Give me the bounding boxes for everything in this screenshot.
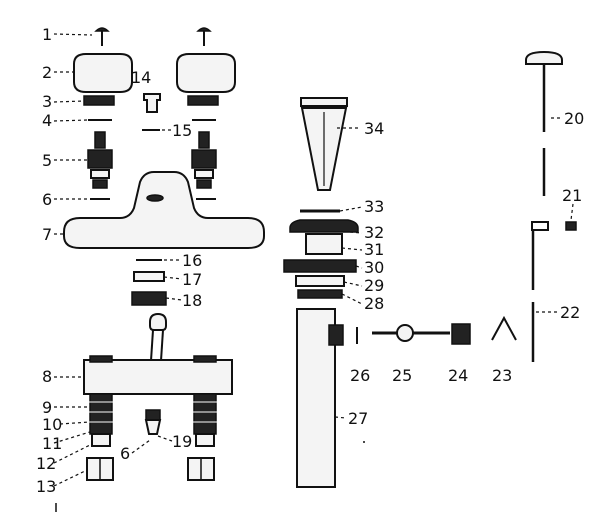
gaskets-part-28-29-30 bbox=[283, 259, 357, 299]
callout-20: 20 bbox=[564, 109, 584, 128]
callout-23: 23 bbox=[492, 366, 512, 385]
cartridges-part-5 bbox=[87, 131, 217, 189]
callout-5: 5 bbox=[42, 151, 52, 170]
callout-12: 12 bbox=[36, 454, 56, 473]
callout-3: 3 bbox=[42, 92, 52, 111]
callout-19: 19 bbox=[172, 432, 192, 451]
callout-4: 4 bbox=[42, 111, 52, 130]
small-parts-16-17-18 bbox=[131, 259, 167, 306]
leader-lines bbox=[53, 33, 574, 487]
callout-22: 22 bbox=[560, 303, 580, 322]
nuts-part-13 bbox=[86, 457, 215, 481]
callout-2: 2 bbox=[42, 63, 52, 82]
callout-24: 24 bbox=[448, 366, 468, 385]
stem-part-14 bbox=[143, 93, 161, 113]
callout-13: 13 bbox=[36, 477, 56, 496]
strap-part-22 bbox=[531, 221, 549, 362]
handles-part-2 bbox=[73, 53, 236, 93]
callout-9: 9 bbox=[42, 398, 52, 417]
callout-15: 15 bbox=[172, 121, 192, 140]
callout-8: 8 bbox=[42, 367, 52, 386]
callout-6a: 6 bbox=[42, 190, 52, 209]
callout-16: 16 bbox=[182, 251, 202, 270]
callout-7: 7 bbox=[42, 225, 52, 244]
callout-1: 1 bbox=[42, 25, 52, 44]
base-plate-part-7 bbox=[63, 171, 265, 249]
callout-25: 25 bbox=[392, 366, 412, 385]
body-part-31 bbox=[305, 233, 343, 255]
callout-11: 11 bbox=[42, 434, 62, 453]
callout-labels: 1 2 3 4 5 6 7 8 9 10 11 12 13 14 15 16 1… bbox=[36, 25, 584, 496]
callout-34: 34 bbox=[364, 119, 384, 138]
pivot-rod-part-25 bbox=[372, 324, 450, 342]
callout-26: 26 bbox=[350, 366, 370, 385]
callout-10: 10 bbox=[42, 415, 62, 434]
callout-32: 32 bbox=[364, 223, 384, 242]
flange-part-32 bbox=[289, 219, 359, 233]
callout-33: 33 bbox=[364, 197, 384, 216]
callout-18: 18 bbox=[182, 291, 202, 310]
callout-21: 21 bbox=[562, 186, 582, 205]
nut-part-24 bbox=[451, 323, 471, 345]
threaded-shanks-9-12 bbox=[88, 393, 218, 447]
callout-27: 27 bbox=[348, 409, 368, 428]
callout-30: 30 bbox=[364, 258, 384, 277]
lift-rod-part-20 bbox=[525, 50, 563, 196]
callout-31: 31 bbox=[364, 240, 384, 259]
valve-body-part-8 bbox=[83, 312, 233, 395]
callout-14: 14 bbox=[131, 68, 151, 87]
speck-dot bbox=[363, 441, 365, 443]
rings-part-3 bbox=[83, 95, 219, 106]
clip-part-21 bbox=[565, 221, 577, 231]
insert-part-19 bbox=[144, 409, 162, 435]
callout-29: 29 bbox=[364, 276, 384, 295]
callout-28: 28 bbox=[364, 294, 384, 313]
tailpiece-part-27 bbox=[296, 308, 344, 488]
callout-6b: 6 bbox=[120, 444, 130, 463]
stopper-part-34 bbox=[300, 97, 348, 191]
callout-17: 17 bbox=[182, 270, 202, 289]
spring-clip-part-23 bbox=[491, 315, 517, 341]
screws-part-1 bbox=[94, 27, 212, 46]
